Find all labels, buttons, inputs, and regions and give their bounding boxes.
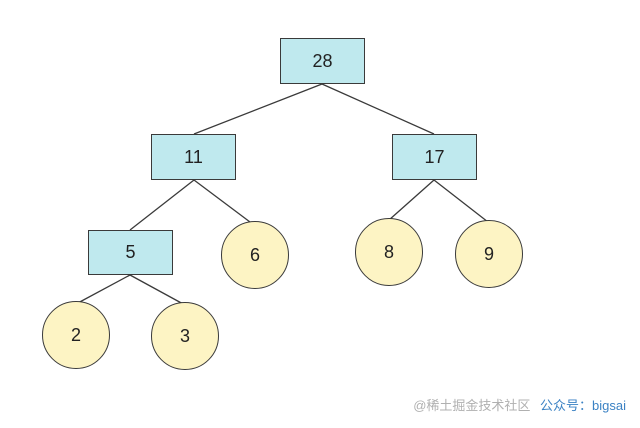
node-label: 5 [125, 242, 136, 262]
node-label: 28 [312, 50, 333, 71]
edge-11-6 [193, 179, 255, 226]
edge-17-8 [388, 179, 435, 221]
node-label: 6 [249, 244, 260, 265]
node-label: 2 [70, 324, 81, 345]
edge-28-17 [321, 83, 435, 135]
watermark-site: @稀土掘金技术社区 [413, 398, 531, 413]
node-9: 9 [455, 220, 523, 288]
node-label: 8 [383, 241, 394, 262]
node-11: 11 [151, 134, 236, 180]
node-label: 3 [179, 325, 190, 346]
node-label: 9 [483, 243, 494, 264]
node-8: 8 [355, 218, 423, 286]
node-5: 5 [88, 230, 173, 275]
edge-5-2 [75, 274, 131, 305]
edge-11-5 [129, 179, 195, 231]
node-3: 3 [151, 302, 219, 370]
watermark: @稀土掘金技术社区 公众号：bigsai [413, 395, 626, 414]
watermark-account: 公众号：bigsai [540, 398, 626, 413]
node-28: 28 [280, 38, 365, 84]
node-label: 17 [424, 146, 445, 167]
node-6: 6 [221, 221, 289, 289]
edge-17-9 [433, 179, 489, 223]
edge-5-3 [129, 274, 186, 306]
node-17: 17 [392, 134, 477, 180]
node-2: 2 [42, 301, 110, 369]
edge-28-11 [193, 83, 323, 135]
node-label: 11 [184, 146, 203, 167]
